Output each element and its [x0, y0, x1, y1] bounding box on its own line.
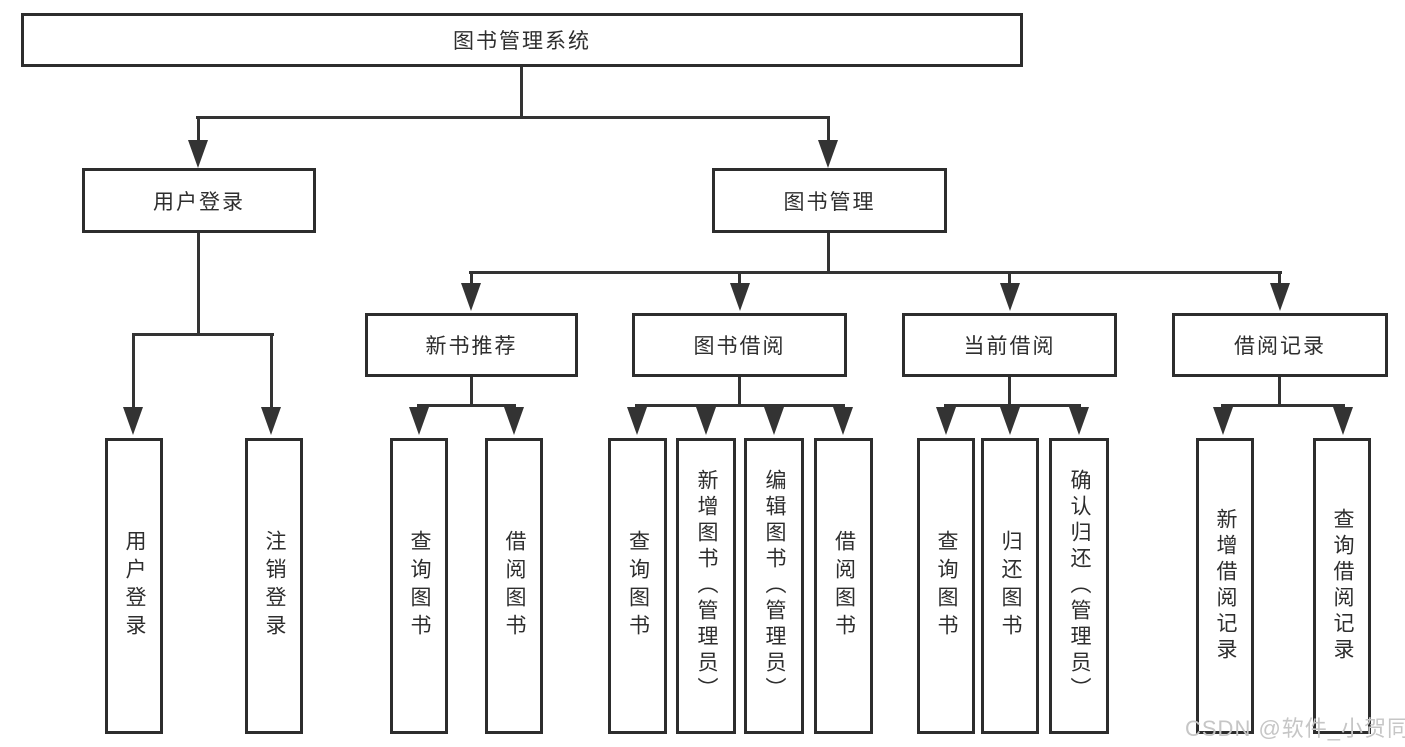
leaf-logout: 注销登录	[245, 438, 303, 734]
connector-section2-drop	[738, 273, 741, 285]
connector-borrowing-split	[635, 404, 845, 407]
leaf-query-books-recommend: 查询图书	[390, 438, 448, 734]
arrow-down-icon	[936, 407, 956, 435]
node-borrow-records: 借阅记录	[1172, 313, 1388, 377]
arrow-down-icon	[818, 140, 838, 168]
connector-records-split	[1221, 404, 1345, 407]
connector-sections-split	[469, 271, 1282, 274]
connector-records-stem	[1278, 377, 1281, 406]
connector-section1-drop	[470, 273, 473, 285]
node-current-borrowing-label: 当前借阅	[963, 335, 1056, 358]
connector-section4-drop	[1278, 273, 1281, 285]
connector-user-login-stem	[197, 233, 200, 334]
arrow-down-icon	[188, 140, 208, 168]
arrow-down-icon	[504, 407, 524, 435]
leaf-query-books-current: 查询图书	[917, 438, 975, 734]
arrow-down-icon	[730, 283, 750, 311]
leaf-add-borrow-record: 新增借阅记录	[1196, 438, 1254, 734]
leaf-query-borrow-record: 查询借阅记录	[1313, 438, 1371, 734]
leaf-edit-book-admin: 编辑图书（管理员）	[744, 438, 804, 734]
connector-user-login-leaf1-drop	[132, 335, 135, 408]
leaf-query-books-borrowing: 查询图书	[608, 438, 667, 734]
arrow-down-icon	[1000, 283, 1020, 311]
arrow-down-icon	[627, 407, 647, 435]
node-new-book-recommend: 新书推荐	[365, 313, 578, 377]
leaf-borrow-books-borrowing: 借阅图书	[814, 438, 873, 734]
arrow-down-icon	[1000, 407, 1020, 435]
leaf-add-book-admin: 新增图书（管理员）	[676, 438, 736, 734]
node-user-login-label: 用户登录	[153, 190, 245, 214]
connector-user-login-leaf2-drop	[270, 335, 273, 408]
arrow-down-icon	[833, 407, 853, 435]
connector-current-stem	[1008, 377, 1011, 406]
leaf-borrow-books-recommend: 借阅图书	[485, 438, 543, 734]
arrow-down-icon	[1270, 283, 1290, 311]
connector-user-login-drop	[197, 118, 200, 142]
connector-book-mgmt-drop	[827, 118, 830, 142]
node-borrow-records-label: 借阅记录	[1234, 335, 1326, 358]
arrow-down-icon	[764, 407, 784, 435]
connector-root-stem	[520, 67, 523, 118]
connector-level2-split	[196, 116, 830, 119]
node-book-borrowing: 图书借阅	[632, 313, 847, 377]
arrow-down-icon	[1213, 407, 1233, 435]
connector-current-split	[944, 404, 1081, 407]
arrow-down-icon	[1069, 407, 1089, 435]
connector-recommend-stem	[470, 377, 473, 406]
node-book-management: 图书管理	[712, 168, 947, 233]
arrow-down-icon	[1333, 407, 1353, 435]
csdn-watermark: CSDN @软件_小贺同学	[1185, 716, 1405, 741]
node-new-book-recommend-label: 新书推荐	[425, 335, 518, 358]
node-root-label: 图书管理系统	[453, 30, 591, 53]
leaf-user-login: 用户登录	[105, 438, 163, 734]
arrow-down-icon	[461, 283, 481, 311]
node-root-library-system: 图书管理系统	[21, 13, 1023, 67]
node-current-borrowing: 当前借阅	[902, 313, 1117, 377]
node-user-login: 用户登录	[82, 168, 316, 233]
connector-recommend-split	[417, 404, 516, 407]
node-book-borrowing-label: 图书借阅	[693, 335, 786, 358]
connector-book-mgmt-stem	[827, 233, 830, 273]
leaf-return-book: 归还图书	[981, 438, 1039, 734]
arrow-down-icon	[696, 407, 716, 435]
leaf-confirm-return-admin: 确认归还（管理员）	[1049, 438, 1109, 734]
connector-section3-drop	[1008, 273, 1011, 285]
node-book-management-label: 图书管理	[783, 190, 876, 214]
connector-user-login-split	[132, 333, 274, 336]
connector-borrowing-stem	[738, 377, 741, 406]
arrow-down-icon	[123, 407, 143, 435]
arrow-down-icon	[261, 407, 281, 435]
arrow-down-icon	[409, 407, 429, 435]
